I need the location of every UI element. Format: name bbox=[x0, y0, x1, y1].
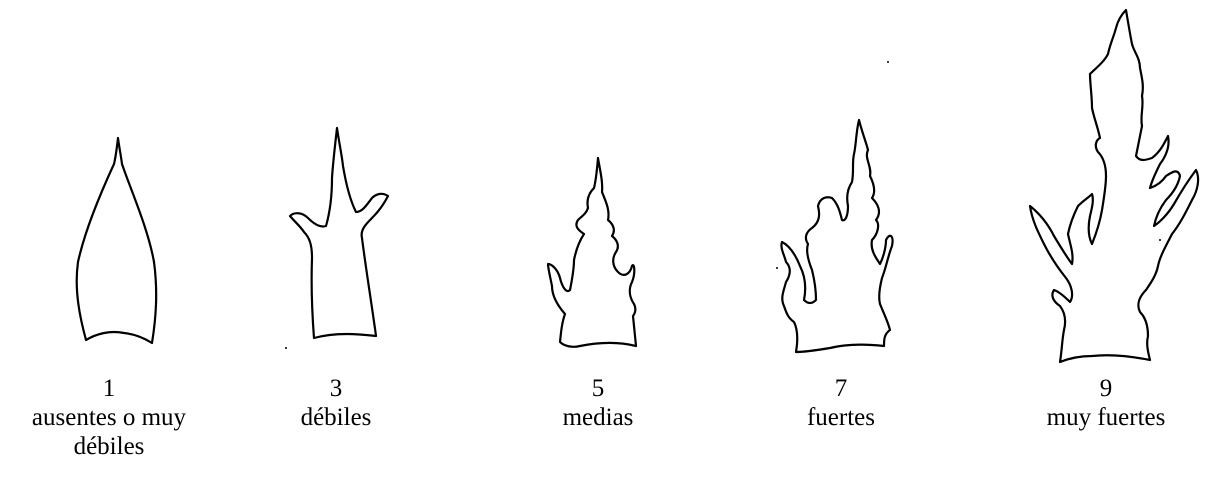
caption-3-note: 3 bbox=[236, 374, 436, 403]
caption-9: 9 muy fuertes bbox=[1006, 374, 1206, 432]
caption-5-label: medias bbox=[498, 403, 698, 432]
caption-7-label: fuertes bbox=[741, 403, 941, 432]
caption-9-label: muy fuertes bbox=[1006, 403, 1206, 432]
caption-1-label: ausentes o muy débiles bbox=[14, 403, 204, 461]
caption-7-note: 7 bbox=[741, 374, 941, 403]
leaf-shape-9 bbox=[1030, 10, 1198, 362]
leaf-shape-7 bbox=[781, 120, 892, 352]
caption-1: 1 ausentes o muy débiles bbox=[0, 374, 218, 461]
caption-7: 7 fuertes bbox=[741, 374, 941, 432]
caption-1-note: 1 bbox=[0, 374, 218, 403]
caption-3: 3 débiles bbox=[236, 374, 436, 432]
leaf-shape-1 bbox=[77, 138, 156, 343]
leaf-shape-5 bbox=[548, 158, 636, 347]
caption-5-note: 5 bbox=[498, 374, 698, 403]
caption-9-note: 9 bbox=[1006, 374, 1206, 403]
caption-5: 5 medias bbox=[498, 374, 698, 432]
leaf-shape-3 bbox=[290, 128, 388, 338]
caption-3-label: débiles bbox=[236, 403, 436, 432]
